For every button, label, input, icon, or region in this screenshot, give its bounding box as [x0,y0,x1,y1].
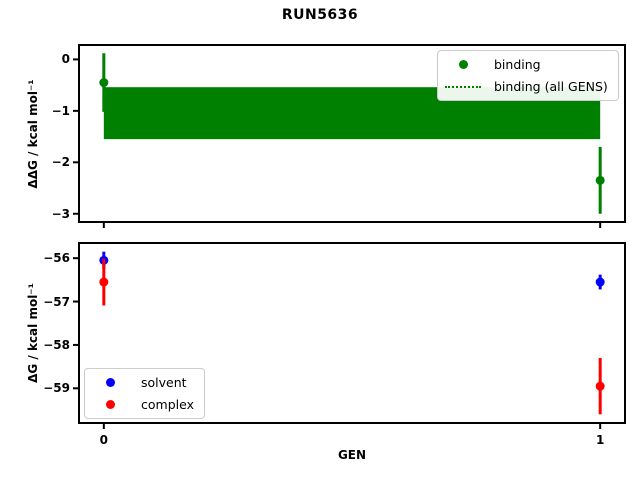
binding-point [595,175,605,185]
y-tick-label: −58 [43,337,70,352]
top-legend: binding binding (all GENS) [437,50,619,101]
bottom-legend: solvent complex [84,368,205,419]
complex-point [595,381,605,391]
y-tick-label: −59 [43,381,70,396]
legend-label: binding [494,57,541,72]
solvent-dot-icon [105,378,115,387]
dotted-line-icon [445,85,481,88]
legend-label: binding (all GENS) [494,79,608,94]
binding-marker-swatch [445,60,481,69]
axes-spines [78,242,626,424]
complex-dot-icon [105,400,115,409]
complex-point [99,277,109,287]
legend-item-complex: complex [92,396,194,413]
binding-dot-icon [458,60,468,69]
legend-label: solvent [141,375,187,390]
binding-point [99,78,109,88]
y-tick-label: −2 [51,155,70,170]
axes-spines [78,44,626,223]
x-tick-label: 0 [99,433,108,447]
solvent-marker-swatch [92,378,128,387]
y-tick-label: −3 [51,206,70,221]
legend-item-binding: binding [445,56,608,73]
chart-title: RUN5636 [281,7,359,23]
y-tick-label: −1 [51,103,70,118]
legend-item-solvent: solvent [92,374,194,391]
complex-marker-swatch [92,400,128,409]
y-tick-label: −57 [43,294,70,309]
binding-all-gens-line-swatch [445,85,481,88]
y-tick-label: 0 [61,52,70,67]
legend-label: complex [141,397,194,412]
solvent-point [595,277,605,287]
x-tick-label: 1 [595,433,605,447]
legend-item-binding-all-gens: binding (all GENS) [445,78,608,95]
top-y-axis-label: ΔΔG / kcal mol⁻¹ [26,79,40,189]
y-tick-label: −56 [43,251,70,266]
x-axis-label: GEN [337,448,367,462]
